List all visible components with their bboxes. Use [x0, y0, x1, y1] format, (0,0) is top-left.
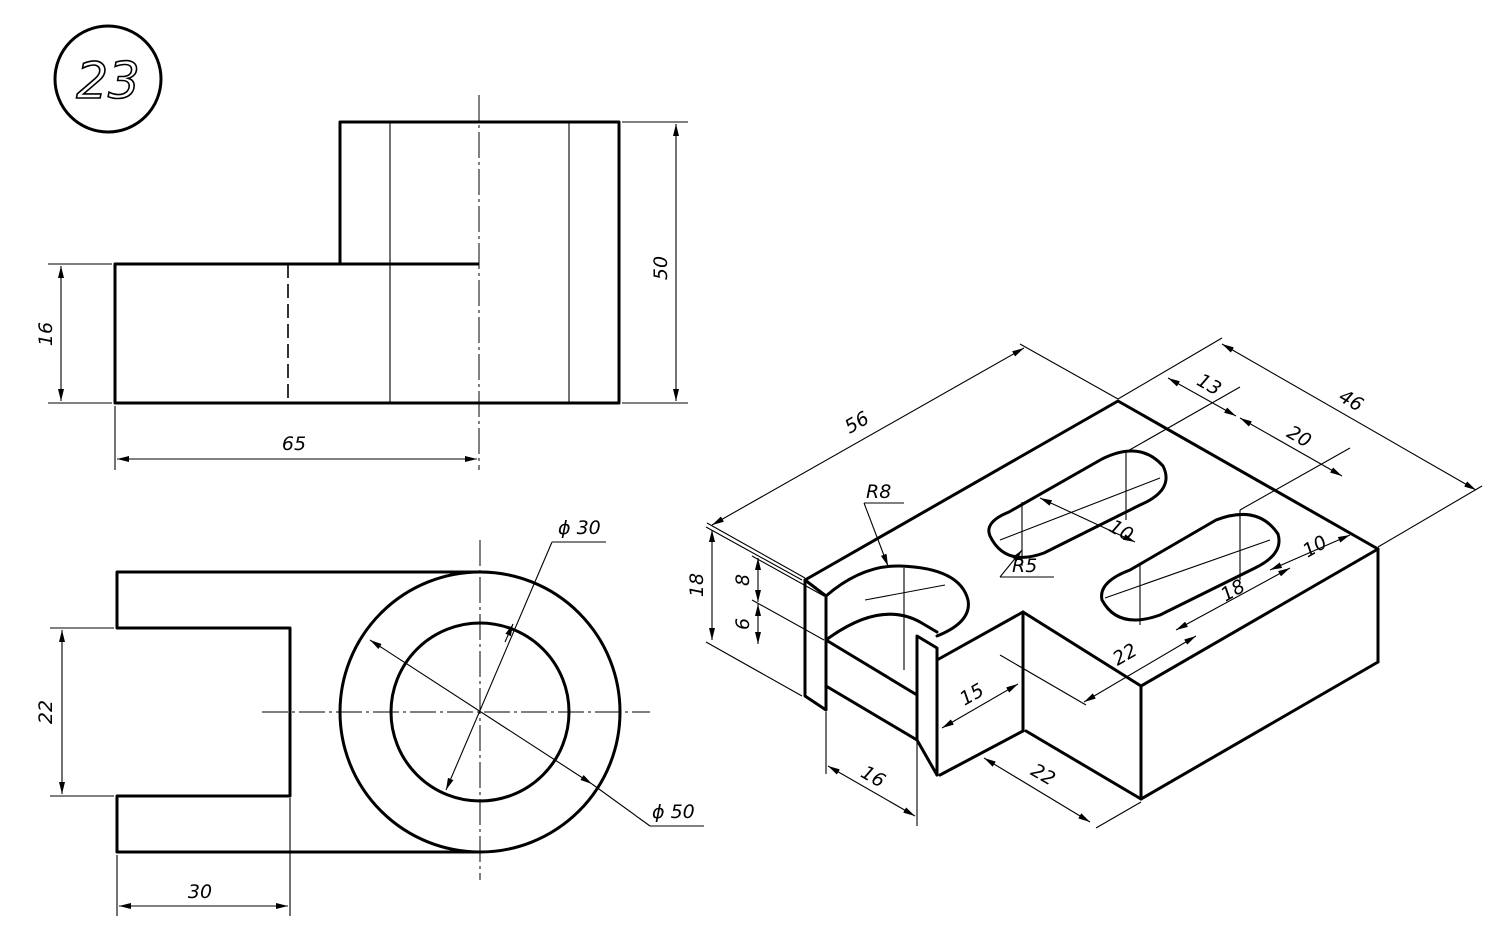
dim-line-iso-slot-length [1175, 567, 1291, 631]
dim-iso-slot-position: 22 [1109, 639, 1141, 670]
sheet-number: 23 [76, 52, 140, 110]
iso-tongue-front [803, 578, 828, 712]
ext-line [999, 654, 1087, 706]
dim-iso-arc-radius: R8 [866, 481, 891, 503]
ext-line [751, 555, 825, 597]
iso-edge [935, 610, 1025, 662]
iso-top-face-outline [803, 399, 1380, 801]
dim-iso-slot-offset: 13 [1193, 369, 1225, 400]
ext-line [1095, 801, 1142, 829]
dim-line-iso-step-length [983, 757, 1091, 823]
iso-arc-center [864, 584, 946, 601]
ext-line [1117, 337, 1223, 400]
iso-edge [938, 729, 1025, 777]
ext-line [705, 641, 803, 697]
leader-line [591, 783, 651, 827]
dim-line-iso-arc-radius [863, 502, 889, 567]
ext-line [751, 599, 825, 641]
iso-edge [915, 738, 939, 777]
dim-iso-step-depth: 15 [956, 679, 988, 710]
dim-line-iso-tongue-width [827, 765, 916, 817]
dim-line-iso-slot-radius [999, 549, 1023, 578]
dim-line-iso-slot-spacing [1239, 417, 1343, 477]
sheet-number-badge: 23 [53, 24, 163, 134]
dim-slot-depth: 30 [188, 881, 212, 903]
dim-line-iso-slot-width-b [1269, 534, 1351, 571]
dim-iso-slot-spacing: 20 [1283, 421, 1315, 452]
dim-line-iso-slot-width-a [1039, 497, 1136, 543]
dim-line-inner-diameter [445, 541, 553, 791]
dim-iso-slot-radius: R5 [1012, 555, 1037, 577]
dim-slot-width: 22 [35, 700, 57, 724]
dim-line-iso-slot-offset [1167, 377, 1237, 417]
dim-iso-step-length: 22 [1027, 759, 1059, 790]
ext-line [706, 522, 806, 579]
dim-iso-lower-height: 6 [732, 618, 754, 630]
iso-arc-lower [824, 612, 939, 642]
dim-arrow [504, 623, 514, 643]
isometric-view: 56 46 13 20 10 10 R8 R5 18 [686, 337, 1483, 829]
dim-line-iso-step-depth [941, 683, 1019, 729]
ext-line [705, 526, 803, 581]
dim-inner-diameter: ϕ 30 [558, 517, 601, 539]
dim-height-base: 16 [35, 322, 57, 346]
dim-iso-upper-height: 8 [732, 574, 754, 586]
iso-slot-upper [987, 449, 1168, 559]
iso-edge [1139, 660, 1380, 801]
dim-length: 65 [282, 433, 306, 455]
ext-line [1377, 485, 1483, 548]
sheet-number-circle [53, 24, 163, 134]
iso-edge [824, 684, 919, 742]
dim-iso-height: 18 [686, 573, 708, 597]
top-outline [115, 570, 482, 854]
dim-outer-diameter: ϕ 50 [652, 801, 695, 823]
dim-line-iso-length [711, 347, 1025, 526]
dim-iso-length: 56 [841, 407, 873, 438]
dim-iso-tongue-width: 16 [857, 761, 889, 792]
dim-line-iso-slot-position [1083, 635, 1197, 703]
dim-line-iso-width [1221, 343, 1477, 491]
ext-line [1019, 343, 1119, 400]
dim-iso-slot-width-b: 10 [1299, 531, 1331, 562]
iso-notch [824, 634, 939, 777]
dim-iso-slot-length: 18 [1217, 575, 1249, 606]
iso-slot-axis [999, 477, 1161, 541]
top-view: ϕ 30 ϕ 50 22 30 [35, 517, 704, 916]
ext-line [1125, 386, 1241, 453]
iso-arc-cut [824, 564, 970, 638]
front-view: 50 16 65 [35, 95, 688, 470]
dim-line-outer-diameter [369, 639, 593, 785]
dim-height-total: 50 [650, 256, 672, 280]
